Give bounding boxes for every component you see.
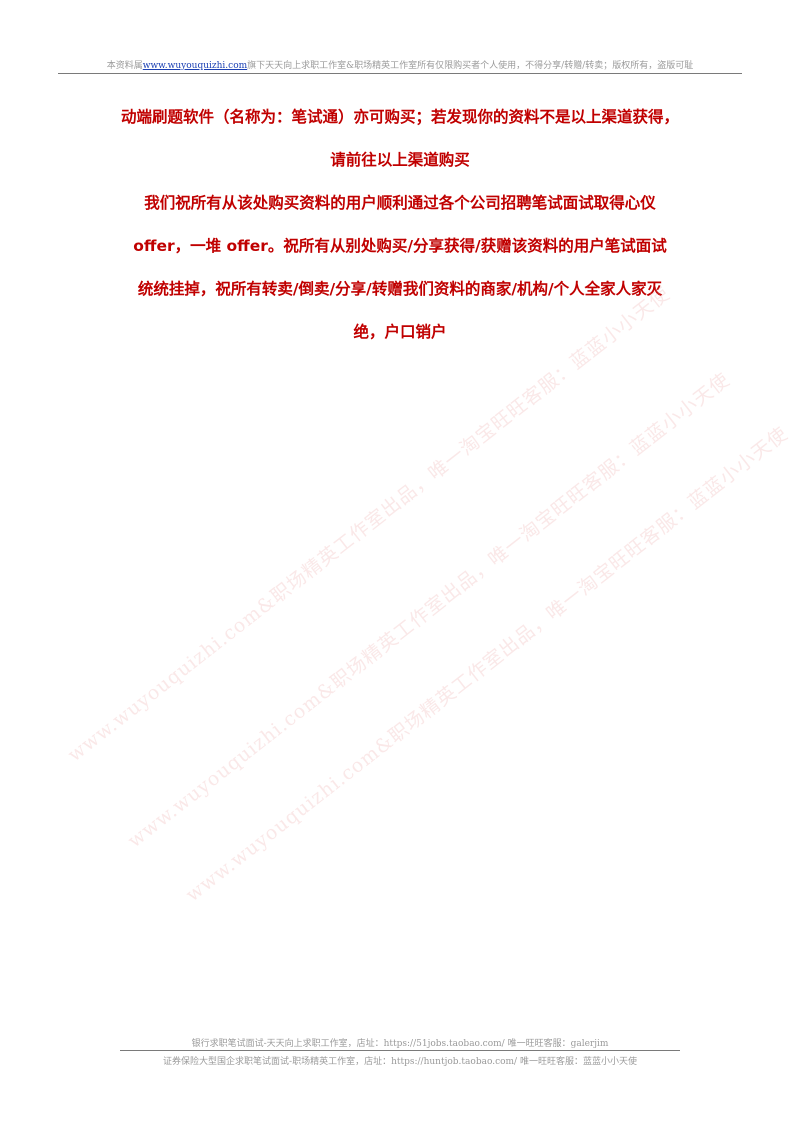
footer-line-1: 银行求职笔试面试-天天向上求职工作室，店址：https://51jobs.tao…	[191, 1039, 609, 1049]
notice-line-5: 统统挂掉，祝所有转卖/倒卖/分享/转赠我们资料的商家/机构/个人全家人家灭	[137, 280, 663, 298]
header-suffix: 旗下天天向上求职工作室&职场精英工作室所有仅限购买者个人使用，不得分享/转赠/转…	[247, 61, 694, 71]
footer-line-2: 证券保险大型国企求职笔试面试-职场精英工作室，店址：https://huntjo…	[163, 1057, 637, 1067]
notice-line-1: 动端刷题软件（名称为：笔试通）亦可购买；若发现你的资料不是以上渠道获得，	[120, 108, 679, 126]
page-header: 本资料属www.wuyouquizhi.com旗下天天向上求职工作室&职场精英工…	[60, 58, 740, 71]
notice-line-3: 我们祝所有从该处购买资料的用户顺利通过各个公司招聘笔试面试取得心仪	[144, 194, 656, 212]
notice-line-4: offer，一堆 offer。祝所有从别处购买/分享获得/获赠该资料的用户笔试面…	[133, 237, 667, 255]
notice-body: 动端刷题软件（名称为：笔试通）亦可购买；若发现你的资料不是以上渠道获得， 请前往…	[90, 102, 710, 347]
header-prefix: 本资料属	[106, 61, 143, 71]
watermark-2: www.wuyouquizhi.com&职场精英工作室出品，唯一淘宝旺旺客服：蓝…	[123, 368, 735, 853]
watermark-1: www.wuyouquizhi.com&职场精英工作室出品，唯一淘宝旺旺客服：蓝…	[63, 282, 675, 767]
header-divider	[58, 73, 742, 74]
header-link[interactable]: www.wuyouquizhi.com	[142, 61, 248, 71]
notice-line-2: 请前往以上渠道购买	[330, 151, 470, 169]
footer-divider	[120, 1050, 680, 1051]
notice-line-6: 绝，户口销户	[353, 323, 447, 341]
watermark-3: www.wuyouquizhi.com&职场精英工作室出品，唯一淘宝旺旺客服：蓝…	[181, 422, 793, 907]
